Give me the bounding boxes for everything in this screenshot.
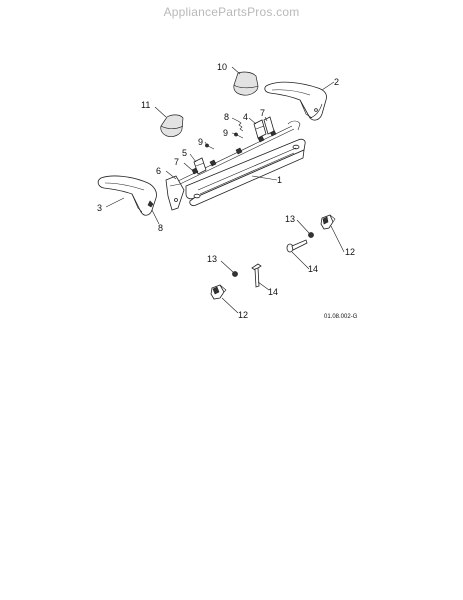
leader-13b [220, 260, 234, 273]
leader-13a [296, 219, 310, 234]
knob-part-12b [210, 284, 227, 300]
label-11: 11 [141, 100, 150, 110]
label-9a: 9 [198, 137, 203, 147]
leader-11 [154, 106, 167, 118]
leader-8b [151, 209, 160, 225]
leader-3 [105, 197, 125, 208]
label-12b: 12 [238, 310, 248, 320]
leader-7a [183, 162, 193, 171]
label-13b: 13 [207, 254, 217, 264]
handle-part-3 [97, 175, 157, 216]
label-2: 2 [334, 77, 339, 87]
nut-part-13b [232, 271, 238, 277]
label-6: 6 [156, 166, 161, 176]
knob-part-11 [160, 114, 184, 137]
spring-part-7a [191, 167, 199, 175]
nut-part-13a [308, 232, 314, 238]
label-4: 4 [243, 112, 248, 122]
leader-14b [257, 281, 270, 291]
diagram-code: 01.08.002-G [324, 314, 358, 320]
knob-part-12a [320, 214, 336, 230]
leader-12b [221, 297, 239, 314]
leader-6 [165, 170, 177, 180]
label-9b: 9 [223, 128, 228, 138]
knob-part-10 [233, 71, 259, 96]
label-10: 10 [217, 62, 227, 72]
label-12a: 12 [345, 247, 355, 257]
label-1: 1 [277, 175, 282, 185]
label-14a: 14 [308, 264, 318, 274]
leader-10 [231, 66, 241, 75]
leader-1 [251, 175, 278, 181]
label-7a: 7 [174, 157, 179, 167]
label-8b: 8 [158, 223, 163, 233]
bracket-part-4 [253, 119, 267, 139]
bracket-part-7b [263, 116, 275, 135]
bar-part-1 [175, 120, 306, 207]
label-8a: 8 [224, 112, 229, 122]
label-5: 5 [182, 148, 187, 158]
bracket-part-6 [165, 175, 185, 211]
leader-8a [231, 117, 239, 122]
watermark: AppliancePartsPros.com [163, 5, 300, 19]
leader-2 [321, 81, 335, 91]
bolt-part-14a [286, 239, 308, 253]
bolt-part-14b [251, 263, 262, 288]
label-14b: 14 [268, 287, 278, 297]
leader-9a [204, 141, 208, 146]
handle-part-2 [264, 81, 327, 121]
leader-7b [264, 116, 268, 122]
label-3: 3 [97, 203, 102, 213]
spring-part-8a [237, 120, 244, 132]
leader-5 [189, 153, 197, 163]
label-13a: 13 [285, 214, 295, 224]
leader-4 [248, 117, 257, 125]
leader-12a [330, 225, 345, 253]
screw-part-9a [205, 143, 215, 150]
leader-14a [291, 251, 310, 270]
leader-9b [231, 132, 237, 135]
label-7b: 7 [260, 108, 265, 118]
